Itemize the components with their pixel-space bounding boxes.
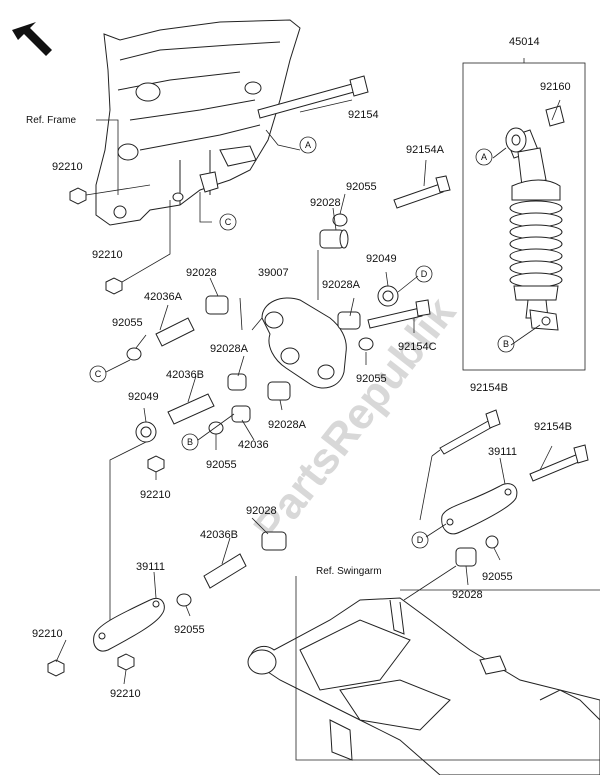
svg-text:D: D (421, 269, 428, 279)
bolt-92154B-a (439, 409, 501, 455)
tie-rod-39111-right (441, 483, 518, 535)
callout-b-mid: B (181, 433, 199, 451)
part-label-92210-e: 92210 (110, 688, 141, 700)
part-label-92028-c: 92028 (246, 505, 277, 517)
svg-text:B: B (503, 339, 509, 349)
part-label-92055-d: 92055 (206, 459, 237, 471)
collar-92028-upper (319, 229, 349, 249)
bolt-92154 (257, 75, 369, 119)
rocker-arm-39007 (261, 297, 347, 389)
callout-c-left: C (89, 365, 107, 383)
part-label-42036: 42036 (238, 439, 269, 451)
nut-92210-mid (147, 455, 165, 473)
svg-text:A: A (305, 140, 311, 150)
part-label-92028A-a: 92028A (322, 279, 361, 291)
collar-92028A-lower (267, 381, 291, 401)
sleeve-42036A (155, 317, 195, 347)
shock-absorber-drawing (505, 105, 565, 331)
part-label-39007: 39007 (258, 267, 289, 279)
part-label-92028A-c: 92028A (268, 419, 307, 431)
part-label-92055-f: 92055 (174, 624, 205, 636)
bolt-92154A (393, 175, 451, 209)
part-label-92154B-b: 92154B (534, 421, 572, 433)
seal-92055-right (358, 337, 374, 351)
collar-92028-right-lower (455, 547, 477, 567)
nut-92210-left (47, 659, 65, 677)
part-label-42036A: 42036A (144, 291, 183, 303)
collar-92028-mid (205, 295, 229, 315)
bolt-92154C (367, 299, 431, 329)
part-label-92154A: 92154A (406, 144, 445, 156)
part-label-92049-b: 92049 (128, 391, 159, 403)
seal-92055-right-lower (485, 535, 499, 549)
part-label-42036B-a: 42036B (166, 369, 204, 381)
callout-a-frame: A (299, 136, 317, 154)
svg-text:D: D (417, 535, 424, 545)
collar-92028A-right (337, 311, 361, 330)
svg-text:B: B (187, 437, 193, 447)
part-label-92160: 92160 (540, 81, 571, 93)
part-label-92154C: 92154C (398, 341, 437, 353)
callout-a-shock: A (475, 148, 493, 166)
svg-text:C: C (225, 217, 232, 227)
nut-92210-frame-2 (105, 277, 123, 295)
nut-92210-lower (117, 653, 135, 671)
part-label-92154: 92154 (348, 109, 379, 121)
part-label-92028A-b: 92028A (210, 343, 249, 355)
bolt-92154B-b (529, 444, 589, 482)
svg-text:A: A (481, 152, 487, 162)
part-label-92210-a: 92210 (52, 161, 83, 173)
ref-frame-label: Ref. Frame (26, 115, 76, 126)
svg-text:C: C (95, 369, 102, 379)
bearing-92049-right (377, 285, 399, 307)
front-arrow-icon (12, 22, 52, 56)
part-label-45014: 45014 (509, 36, 540, 48)
seal-92055-lower-left (176, 593, 192, 607)
swingarm-drawing (247, 597, 600, 775)
part-label-92210-c: 92210 (140, 489, 171, 501)
sleeve-42036B-upper (167, 393, 215, 425)
leader-lines (55, 58, 600, 761)
collar-92028-lower-left (261, 531, 287, 551)
frame-drawing (95, 19, 301, 226)
part-label-39111-a: 39111 (488, 446, 517, 458)
sleeve-42036B-lower (203, 553, 247, 589)
callout-d-lower: D (411, 531, 429, 549)
part-label-42036B-b: 42036B (200, 529, 238, 541)
part-label-92028-d: 92028 (452, 589, 483, 601)
part-label-92210-d: 92210 (32, 628, 63, 640)
part-label-92055-e: 92055 (482, 571, 513, 583)
callout-b-shock: B (497, 335, 515, 353)
part-label-92210-b: 92210 (92, 249, 123, 261)
part-label-92055-b: 92055 (112, 317, 143, 329)
part-label-92154B-a: 92154B (470, 382, 508, 394)
part-label-92028-a: 92028 (310, 197, 341, 209)
ref-swingarm-label: Ref. Swingarm (316, 566, 382, 577)
nut-92210-frame-1 (69, 187, 87, 205)
part-label-92055-a: 92055 (346, 181, 377, 193)
bearing-92049-left (135, 421, 157, 443)
part-label-39111-b: 39111 (136, 561, 165, 573)
tie-rod-39111-left (93, 598, 165, 652)
collar-92028A-left (227, 373, 247, 391)
collar-42036 (231, 405, 251, 423)
part-label-92049-a: 92049 (366, 253, 397, 265)
callout-c-frame: C (219, 213, 237, 231)
seal-92055-left (126, 347, 142, 361)
part-label-92055-c: 92055 (356, 373, 387, 385)
callout-d-right: D (415, 265, 433, 283)
part-label-92028-b: 92028 (186, 267, 217, 279)
